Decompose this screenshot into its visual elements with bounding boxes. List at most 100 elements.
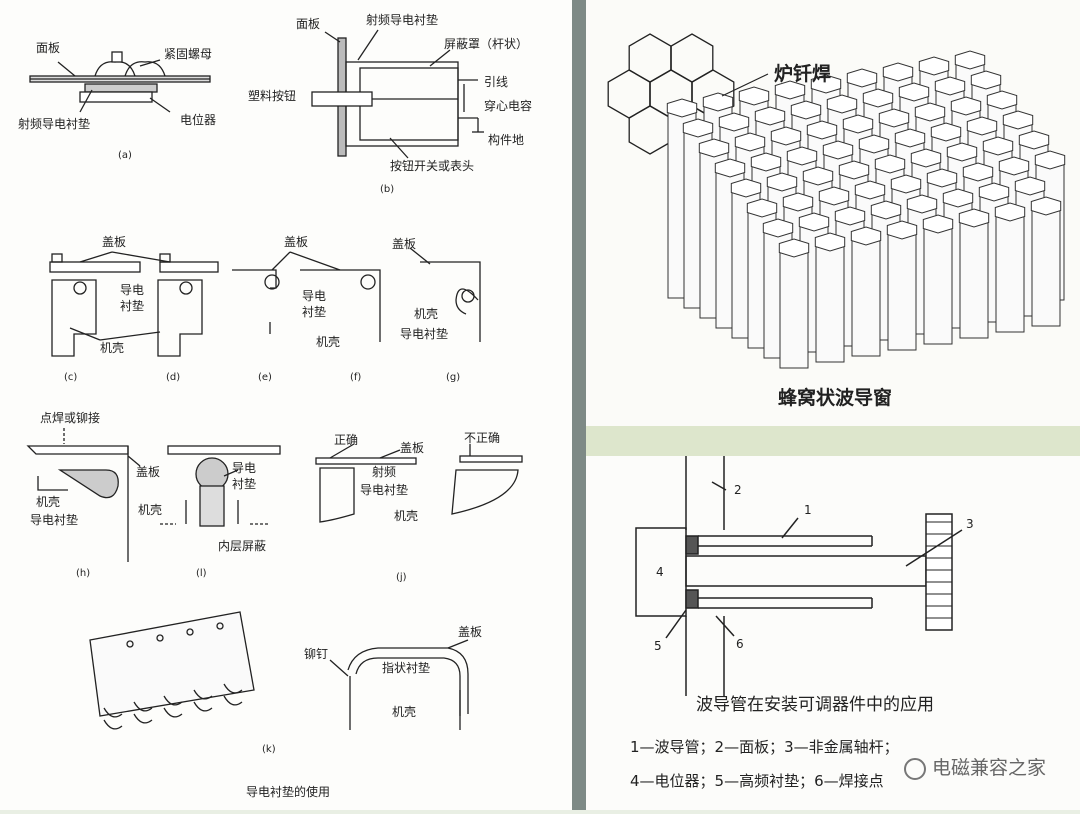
honeycomb-cell-side	[779, 247, 809, 369]
honeycomb-cell-top	[962, 162, 994, 182]
ef-label-conductive: 导电	[302, 289, 326, 303]
honeycomb-cell-top	[702, 92, 734, 112]
honeycomb-cell-side	[887, 229, 917, 351]
figure-cd	[49, 251, 219, 357]
honeycomb-cell-top	[870, 200, 902, 220]
honeycomb-cell-top	[906, 194, 938, 214]
l-label-conductive: 导电	[232, 461, 256, 475]
honeycomb-cell-top	[918, 56, 950, 76]
l-label-inner-shield: 内层屏蔽	[218, 539, 266, 553]
watermark-text: 电磁兼容之家	[931, 757, 1046, 779]
k-label-chassis: 机壳	[392, 705, 416, 719]
honeycomb-cell-top	[826, 94, 858, 114]
honeycomb-cell-top	[778, 238, 810, 258]
waveguide-num-4: 4	[656, 565, 664, 579]
honeycomb-cell-side	[923, 223, 953, 345]
honeycomb-cell-top	[950, 96, 982, 116]
a-label-pot: 电位器	[180, 112, 216, 127]
cd-label-chassis: 机壳	[100, 341, 124, 355]
honeycomb-cell-top	[934, 76, 966, 96]
honeycomb-cell-top	[734, 132, 766, 152]
honeycomb-cell-top	[926, 168, 958, 188]
honeycomb-cell-top	[718, 112, 750, 132]
honeycomb-cell-top	[786, 146, 818, 166]
honeycomb-cell-top	[822, 140, 854, 160]
honeycomb-cell-top	[834, 206, 866, 226]
honeycomb-cell-top	[842, 114, 874, 134]
cd-label-cover: 盖板	[102, 235, 126, 249]
cd-label-gasket: 衬垫	[120, 298, 144, 313]
figure-h	[26, 428, 141, 562]
l-label-gasket: 衬垫	[232, 476, 256, 491]
left-panel-title: 导电衬垫的使用	[246, 784, 330, 799]
figure-k	[89, 611, 469, 730]
honeycomb-cell-top	[746, 198, 778, 218]
honeycomb-cell-side	[1031, 205, 1061, 327]
a-label-nut: 紧固螺母	[164, 47, 212, 61]
honeycomb-cell-top	[910, 148, 942, 168]
caption-a: (a)	[118, 150, 132, 161]
honeycomb-cell-top	[770, 126, 802, 146]
honeycomb-cell-top	[1014, 176, 1046, 196]
b-label-switch: 按钮开关或表头	[390, 158, 474, 173]
honeycomb-cell-top	[798, 212, 830, 232]
ef-label-chassis: 机壳	[316, 335, 340, 349]
a-label-panel: 面板	[36, 41, 60, 55]
waveguide-panel: 1 2 3 4 5 6 波导管在安装可调器件中的应用 1—波导管；2—面板；3—…	[586, 456, 1080, 810]
k-label-cover: 盖板	[458, 625, 482, 639]
caption-e: (e)	[258, 372, 272, 383]
honeycomb-cell-top	[850, 226, 882, 246]
b-label-cap: 穿心电容	[484, 98, 532, 113]
h-label-cover: 盖板	[136, 465, 160, 479]
honeycomb-cell-top	[942, 188, 974, 208]
honeycomb-cell-top	[958, 208, 990, 228]
honeycomb-cell-top	[738, 86, 770, 106]
h-label-gasket: 导电衬垫	[30, 512, 78, 527]
waveguide-num-6: 6	[736, 637, 744, 651]
b-label-lead: 引线	[484, 75, 508, 89]
b-label-button: 塑料按钮	[248, 88, 296, 103]
honeycomb-cell-top	[914, 102, 946, 122]
j-label-incorrect: 不正确	[464, 431, 500, 445]
honeycomb-cell-top	[730, 178, 762, 198]
k-label-rivet: 铆钉	[304, 646, 328, 661]
honeycomb-cell-top	[838, 160, 870, 180]
honeycomb-cell-side	[995, 211, 1025, 333]
waveguide-legend-1: 1—波导管；2—面板；3—非金属轴杆；	[630, 738, 899, 756]
waveguide-title: 波导管在安装可调器件中的应用	[696, 695, 934, 715]
l-label-chassis: 机壳	[138, 503, 162, 517]
honeycomb-cell-top	[874, 154, 906, 174]
figure-g	[409, 247, 481, 342]
a-label-gasket: 射频导电衬垫	[18, 116, 90, 131]
honeycomb-cell-side	[851, 235, 881, 357]
figure-a	[29, 51, 211, 113]
j-label-rf: 射频	[372, 464, 396, 479]
honeycomb-cell-side	[959, 217, 989, 339]
honeycomb-cell-top	[666, 98, 698, 118]
honeycomb-cell-top	[1030, 196, 1062, 216]
honeycomb-cell-top	[878, 108, 910, 128]
caption-k: (k)	[262, 744, 276, 755]
b-label-shield: 屏蔽罩（杆状）	[444, 37, 528, 51]
waveguide-num-1: 1	[804, 503, 812, 517]
gasket-usage-panel: 面板 紧固螺母 射频导电衬垫 电位器 (a) 面板 射频导电衬垫 屏蔽罩（杆状）…	[0, 0, 572, 810]
b-label-panel: 面板	[296, 17, 320, 31]
j-label-chassis: 机壳	[394, 509, 418, 523]
cd-label-conductive: 导电	[120, 283, 144, 297]
honeycomb-cell-top	[1034, 150, 1066, 170]
j-label-correct: 正确	[334, 433, 358, 447]
k-label-finger: 指状衬垫	[382, 660, 430, 675]
honeycomb-panel: 炉钎焊 蜂窝状波导窗	[586, 0, 1080, 426]
honeycomb-detail-cell	[628, 33, 672, 83]
honeycomb-cell-top	[982, 136, 1014, 156]
honeycomb-cell-top	[682, 118, 714, 138]
gasket-usage-diagram: 面板 紧固螺母 射频导电衬垫 电位器 (a) 面板 射频导电衬垫 屏蔽罩（杆状）…	[18, 12, 532, 799]
caption-d: (d)	[166, 372, 180, 383]
caption-b: (b)	[380, 184, 394, 195]
honeycomb-cell-top	[994, 202, 1026, 222]
horizontal-separator	[586, 426, 1080, 456]
honeycomb-cell-top	[846, 68, 878, 88]
honeycomb-cell-top	[1018, 130, 1050, 150]
honeycomb-cell-top	[954, 50, 986, 70]
